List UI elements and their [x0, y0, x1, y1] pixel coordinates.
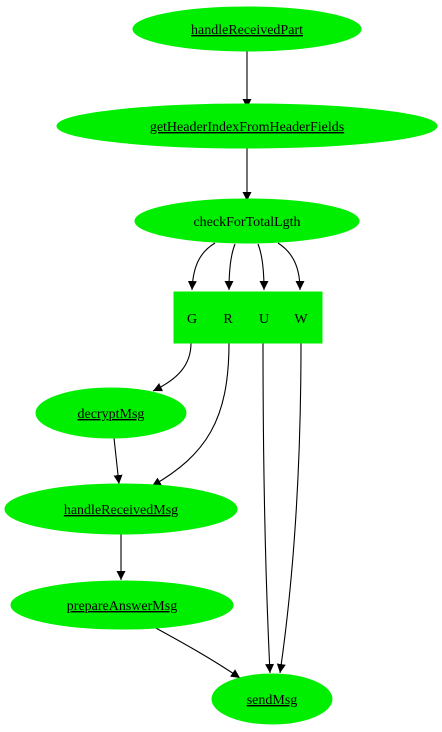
edge-checkForTotalLgth-to-G: [187, 242, 216, 291]
node-handleReceivedMsg-label: handleReceivedMsg: [64, 503, 178, 518]
edge-decryptMsg-to-handleReceivedMsg: [113, 437, 123, 485]
record-field-U: U: [259, 312, 269, 327]
node-getHeaderIndexFromHeaderFields[interactable]: getHeaderIndexFromHeaderFields: [56, 103, 438, 149]
record-field-W: W: [294, 312, 308, 327]
node-handleReceivedMsg-shape: [4, 483, 238, 535]
edge-R-to-handleReceivedMsg: [151, 342, 230, 487]
edge-W-to-sendMsg: [276, 342, 302, 674]
edge-G-to-decryptMsg: [152, 342, 192, 392]
node-handleReceivedPart-label: handleReceivedPart: [191, 23, 303, 38]
node-checkForTotalLgth-shape: [134, 198, 360, 244]
node-getHeaderIndexFromHeaderFields-label: getHeaderIndexFromHeaderFields: [150, 120, 344, 135]
node-checkForTotalLgth-label: checkForTotalLgth: [193, 215, 300, 230]
record-field-G: G: [187, 312, 197, 327]
node-sendMsg-label: sendMsg: [247, 693, 298, 708]
node-prepareAnswerMsg[interactable]: prepareAnswerMsg: [10, 580, 234, 630]
edge-U-to-sendMsg: [262, 342, 275, 674]
node-handleReceivedPart-shape: [132, 6, 362, 52]
edge-checkForTotalLgth-to-U: [257, 243, 269, 291]
node-decryptMsg-label: decryptMsg: [78, 407, 145, 422]
node-getHeaderIndexFromHeaderFields-shape: [56, 103, 438, 149]
node-decryptMsg-shape: [35, 387, 187, 439]
node-prepareAnswerMsg-shape: [10, 580, 234, 630]
node-handleReceivedMsg[interactable]: handleReceivedMsg: [4, 483, 238, 535]
node-field-record: G R U W: [173, 291, 323, 344]
edge-checkForTotalLgth-to-W: [277, 242, 305, 291]
node-handleReceivedPart[interactable]: handleReceivedPart: [132, 6, 362, 52]
node-checkForTotalLgth: checkForTotalLgth: [134, 198, 360, 244]
edge-checkForTotalLgth-to-R: [224, 243, 236, 291]
node-decryptMsg[interactable]: decryptMsg: [35, 387, 187, 439]
record-box: [173, 291, 323, 344]
node-sendMsg[interactable]: sendMsg: [211, 673, 333, 725]
record-field-R: R: [223, 312, 233, 327]
edge-prepareAnswerMsg-to-sendMsg: [153, 626, 241, 679]
node-sendMsg-shape: [211, 673, 333, 725]
node-prepareAnswerMsg-label: prepareAnswerMsg: [67, 599, 177, 614]
